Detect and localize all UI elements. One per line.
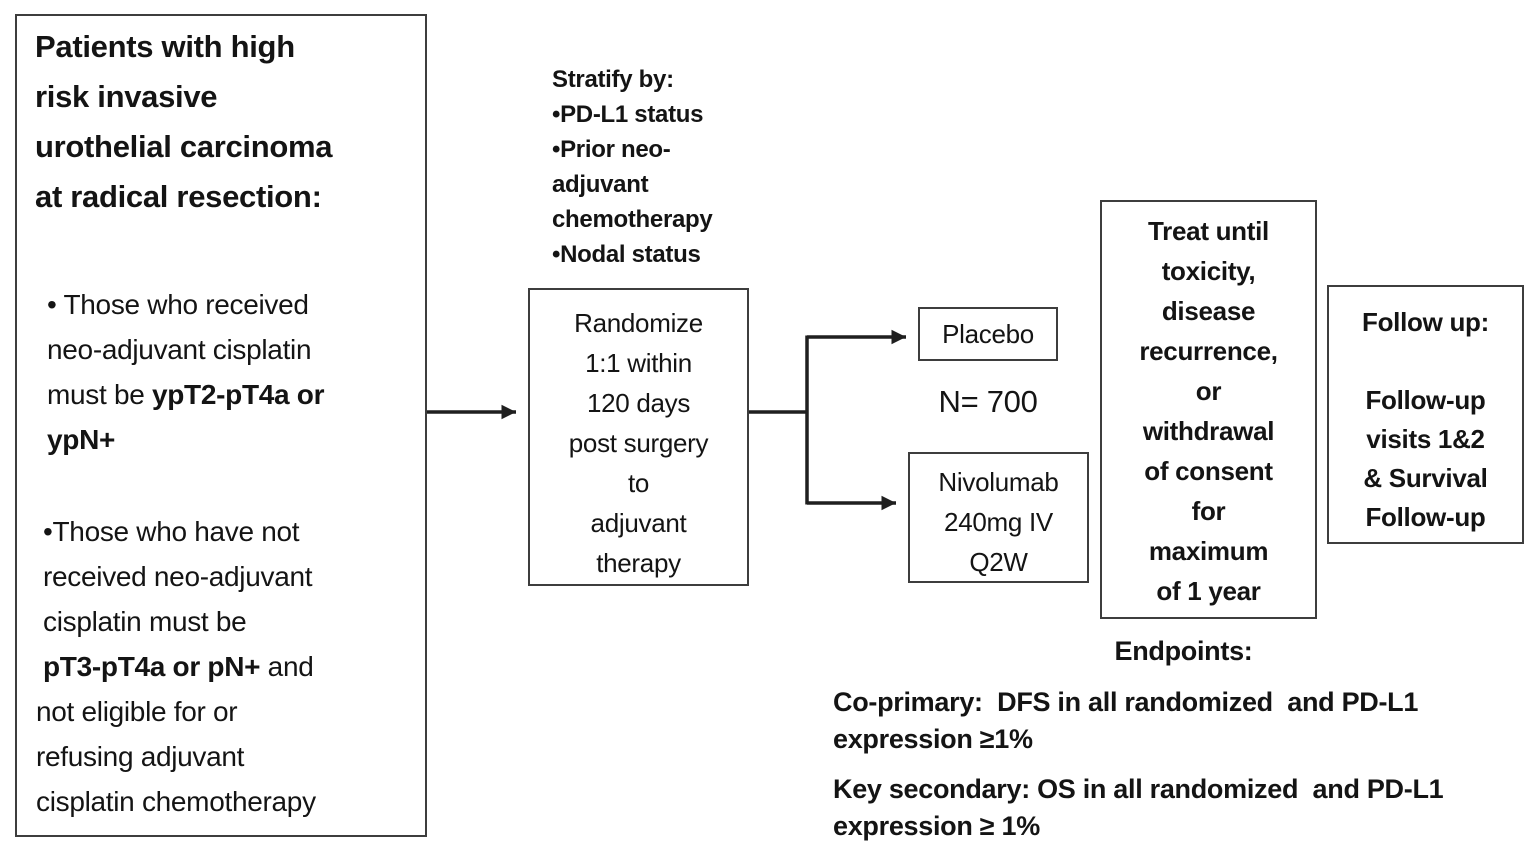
text-line: Treat until — [1148, 216, 1269, 246]
text-line: must be ypT2-pT4a or — [47, 372, 325, 417]
placebo-label: Placebo — [942, 318, 1034, 349]
text-line: expression ≥ 1% — [833, 811, 1040, 841]
text-line: disease — [1161, 296, 1256, 326]
text-line: therapy — [596, 548, 681, 578]
eligibility-box: Patients with high risk invasive urothelia… — [15, 14, 427, 837]
text-line: chemotherapy — [552, 206, 713, 233]
text-line: pT3-pT4a or pN+ and — [43, 644, 314, 689]
eligibility-bullet-not-received-part1: •Those who have not received neo-adjuvant… — [43, 509, 314, 689]
text-line: Co-primary: DFS in all randomized and PD… — [833, 687, 1419, 717]
text-segment: pT3-pT4a or pN+ — [43, 651, 261, 682]
text-line: •PD-L1 status — [552, 101, 704, 128]
text-segment: •Those who have not — [43, 516, 300, 547]
text-line: of consent — [1144, 456, 1273, 486]
stratification-note: Stratify by: •PD-L1 status •Prior neo-adju… — [552, 62, 713, 272]
text-line: adjuvant — [552, 171, 649, 198]
randomize-box: Randomize 1:1 within 120 days post surgery t… — [528, 288, 749, 586]
text-line: maximum — [1148, 536, 1269, 566]
text-line: for — [1191, 496, 1226, 526]
text-line: risk invasive — [35, 79, 218, 114]
endpoints-co-primary: Co-primary: DFS in all randomized and PD… — [833, 684, 1418, 758]
text-line: Nivolumab — [938, 467, 1059, 497]
text-line: received neo-adjuvant — [43, 554, 314, 599]
text-segment: ypT2-pT4a or — [151, 379, 325, 410]
text-line: visits 1&2 — [1366, 424, 1485, 454]
text-line: ypN+ — [47, 417, 324, 462]
text-line: •Nodal status — [552, 241, 701, 268]
followup-title: Follow up: — [1362, 307, 1489, 337]
text-line: 1:1 within — [585, 348, 692, 378]
text-line: •Those who have not — [43, 509, 314, 554]
treatment-duration-box: Treat until toxicity, disease recurrence, or… — [1100, 200, 1317, 619]
text-line: neo-adjuvant cisplatin — [47, 327, 324, 372]
text-line: Randomize — [574, 308, 703, 338]
text-segment: cisplatin must be — [43, 606, 247, 637]
text-line: urothelial carcinoma — [35, 129, 333, 164]
text-line: 240mg IV — [944, 507, 1053, 537]
placebo-arm-box: Placebo — [918, 307, 1058, 361]
eligibility-bullet-received-neoadjuvant: • Those who received neo-adjuvant cisplat… — [47, 282, 325, 462]
sample-size-label: N= 700 — [938, 384, 1038, 419]
text-line: Stratify by: — [552, 66, 674, 93]
text-line: • Those who received — [47, 282, 324, 327]
text-line: Key secondary: OS in all randomized and … — [833, 774, 1444, 804]
text-line: adjuvant — [590, 508, 687, 538]
text-line: expression ≥1% — [833, 724, 1033, 754]
text-segment: ypN+ — [47, 424, 116, 455]
text-line: to — [627, 468, 650, 498]
text-segment: refusing adjuvant — [36, 741, 245, 772]
text-line: Follow-up — [1365, 502, 1486, 532]
text-segment: neo-adjuvant cisplatin — [47, 334, 312, 365]
text-segment: must be — [47, 379, 152, 410]
text-line: post surgery — [568, 428, 709, 458]
text-line: 120 days — [586, 388, 691, 418]
eligibility-title: Patients with high risk invasive urothelia… — [35, 22, 333, 222]
text-line: at radical resection: — [35, 179, 322, 214]
text-segment: not eligible for or — [36, 696, 238, 727]
text-segment: received neo-adjuvant — [43, 561, 313, 592]
eligibility-bullet-not-received-part2: not eligible for or refusing adjuvant cisp… — [36, 689, 316, 824]
arrow-lines — [427, 329, 906, 511]
text-line: recurrence, — [1139, 336, 1278, 366]
text-line: •Prior neo- — [552, 136, 671, 163]
text-line: Follow-up — [1365, 385, 1486, 415]
text-line: refusing adjuvant — [36, 734, 316, 779]
text-line: or — [1195, 376, 1222, 406]
text-line: & Survival — [1363, 463, 1488, 493]
nivolumab-arm-box: Nivolumab 240mg IV Q2W — [908, 452, 1089, 583]
endpoints-key-secondary: Key secondary: OS in all randomized and … — [833, 771, 1444, 845]
text-segment: and — [260, 651, 314, 682]
text-line: cisplatin must be — [43, 599, 314, 644]
text-line: cisplatin chemotherapy — [36, 779, 316, 824]
endpoints-title: Endpoints: — [1114, 636, 1253, 666]
text-line: Patients with high — [35, 29, 295, 64]
text-segment: cisplatin chemotherapy — [36, 786, 316, 817]
followup-box: Follow up: Follow-up visits 1&2 & Survival… — [1327, 285, 1524, 544]
text-line: Q2W — [969, 547, 1028, 577]
text-segment: • Those who received — [47, 289, 309, 320]
text-line: of 1 year — [1156, 576, 1261, 606]
text-line: withdrawal — [1142, 416, 1275, 446]
text-line: toxicity, — [1161, 256, 1256, 286]
text-line: not eligible for or — [36, 689, 316, 734]
